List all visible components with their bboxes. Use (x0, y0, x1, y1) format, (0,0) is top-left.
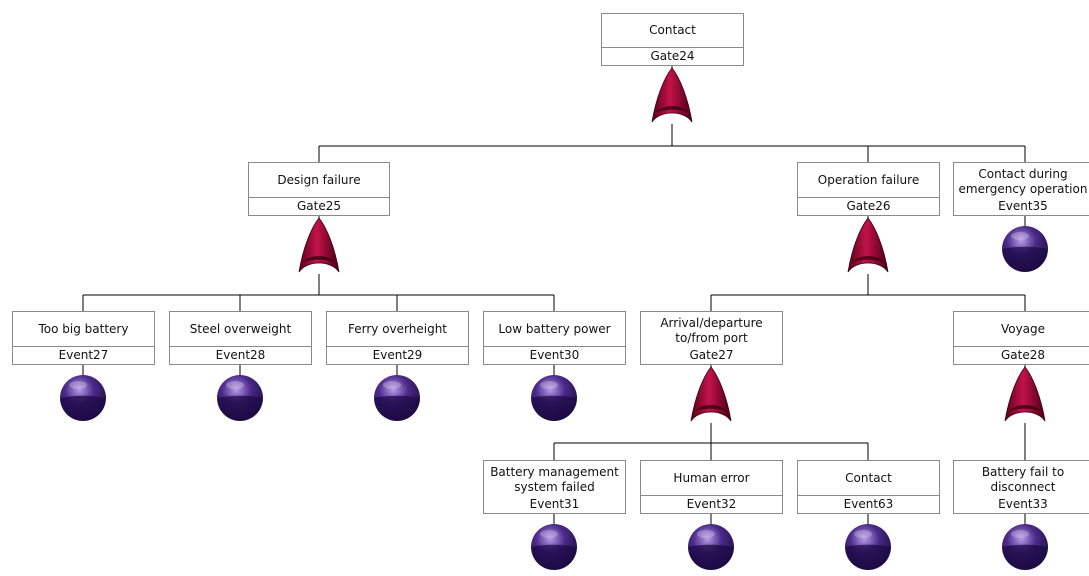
node-id: Event63 (843, 497, 894, 511)
or-gate-icon[interactable] (1003, 365, 1047, 427)
node-id: Gate24 (650, 49, 695, 63)
node-description: Contact (798, 461, 939, 496)
or-gate-icon[interactable] (297, 216, 341, 278)
node-description: Contact (602, 14, 743, 48)
basic-event-icon[interactable] (529, 373, 579, 427)
node-id: Event27 (58, 348, 109, 362)
basic-event-icon[interactable] (686, 522, 736, 576)
basic-event-icon[interactable] (58, 373, 108, 427)
basic-event-icon[interactable] (1000, 224, 1050, 278)
node-description: Steel overweight (170, 312, 311, 347)
node-id: Gate26 (846, 199, 891, 213)
node-id: Event35 (998, 199, 1048, 213)
or-gate-icon[interactable] (650, 66, 694, 128)
node-description: Voyage (954, 312, 1089, 347)
node-description: Low battery power (484, 312, 625, 347)
node-id: Gate27 (689, 348, 734, 362)
node-description: Contact during emergency operation (958, 167, 1088, 196)
node-description: Arrival/departure to/from port (660, 316, 763, 345)
node-description: Human error (641, 461, 782, 496)
node-description: Battery fail to disconnect (981, 465, 1065, 494)
basic-event-icon[interactable] (529, 522, 579, 576)
node-id: Event33 (998, 497, 1048, 511)
basic-event-icon[interactable] (1000, 522, 1050, 576)
node-description: Battery management system failed (490, 465, 619, 494)
node-id: Event30 (529, 348, 580, 362)
basic-event-icon[interactable] (372, 373, 422, 427)
node-id: Gate25 (296, 199, 341, 213)
node-id: Gate28 (1000, 348, 1045, 362)
basic-event-icon[interactable] (215, 373, 265, 427)
or-gate-icon[interactable] (846, 216, 890, 278)
node-id: Event29 (372, 348, 423, 362)
node-id: Event32 (686, 497, 737, 511)
node-description: Too big battery (13, 312, 154, 347)
or-gate-icon[interactable] (689, 365, 733, 427)
node-id: Event28 (215, 348, 266, 362)
node-description: Design failure (249, 163, 389, 198)
node-description: Ferry overheight (327, 312, 468, 347)
node-id: Event31 (529, 497, 580, 511)
basic-event-icon[interactable] (843, 522, 893, 576)
node-description: Operation failure (798, 163, 939, 198)
